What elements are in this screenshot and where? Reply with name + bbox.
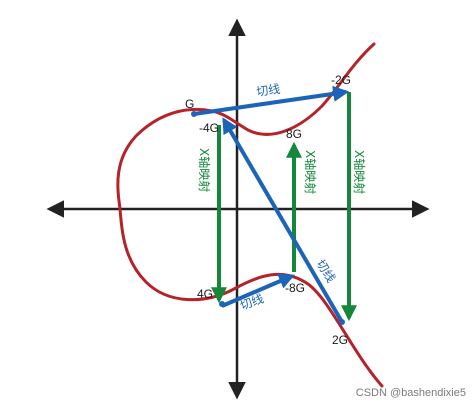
watermark: CSDN @bashendixie5 — [356, 387, 466, 399]
label-neg-4G: -4G — [199, 121, 219, 135]
point-2G-marker — [339, 319, 345, 325]
tangent-label-top: 切线 — [255, 82, 281, 99]
label-4G: 4G — [197, 287, 213, 301]
tangent-label-bottom: 切线 — [238, 291, 265, 312]
label-2G: 2G — [332, 333, 348, 347]
mapping-label-left: X轴映射 — [197, 148, 212, 192]
label-neg-8G: -8G — [285, 281, 305, 295]
point-G-marker — [191, 111, 197, 117]
mapping-label-middle: X轴映射 — [303, 150, 318, 194]
label-neg-2G: -2G — [331, 73, 351, 87]
mapping-label-right: X轴映射 — [352, 150, 367, 194]
label-G: G — [185, 97, 194, 111]
tangent-arrow-4G — [221, 273, 295, 308]
label-8G: 8G — [286, 127, 302, 141]
tangent-arrow-2G — [222, 117, 344, 324]
point-4G-marker — [219, 301, 225, 307]
tangent-arrow-G — [193, 85, 350, 116]
